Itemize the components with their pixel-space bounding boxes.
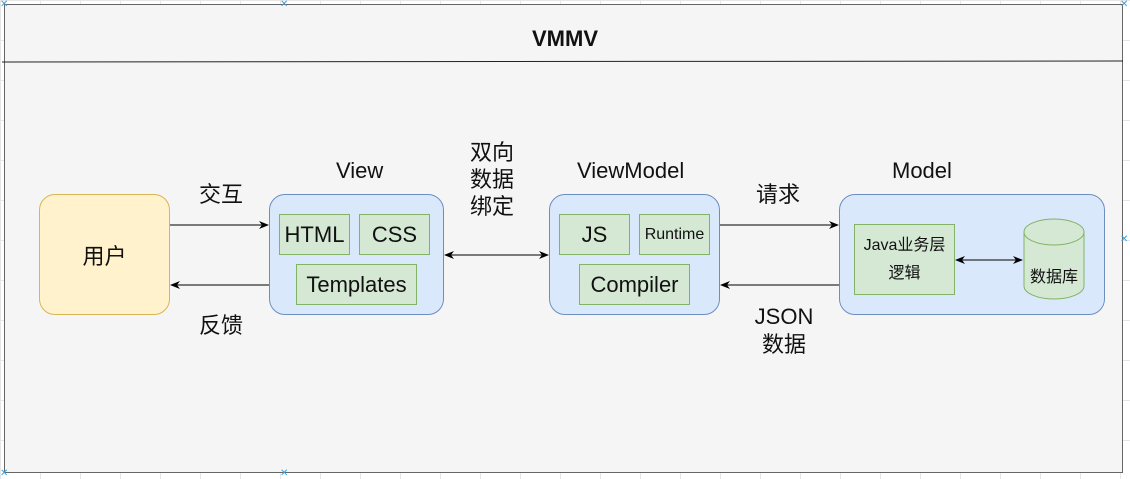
viewmodel-item-compiler[interactable]: Compiler xyxy=(579,264,690,305)
database-label: 数据库 xyxy=(1029,269,1078,286)
binding-line2: 数据 xyxy=(470,167,515,192)
model-logic-node[interactable]: Java业务层 逻辑 xyxy=(854,224,955,295)
user-label: 用户 xyxy=(82,243,127,269)
model-title: Model xyxy=(892,158,952,183)
edge-label-json: JSON 数据 xyxy=(748,303,820,359)
edge-label-feedback: 反馈 xyxy=(199,313,244,338)
edge-label-binding: 双向 数据 绑定 xyxy=(470,139,514,220)
selection-handle-icon[interactable]: ✕ xyxy=(1120,0,1129,10)
database-cylinder-icon[interactable] xyxy=(1023,218,1085,302)
selection-handle-icon[interactable]: ✕ xyxy=(280,0,289,10)
viewmodel-item-compiler-label: Compiler xyxy=(590,271,679,297)
viewmodel-item-runtime[interactable]: Runtime xyxy=(639,214,710,255)
edge-label-request: 请求 xyxy=(756,182,801,207)
view-item-css-label: CSS xyxy=(371,221,418,247)
viewmodel-item-js-label: JS xyxy=(581,221,608,247)
view-item-templates[interactable]: Templates xyxy=(296,264,417,305)
json-line1: JSON xyxy=(754,304,814,329)
edge-label-interact: 交互 xyxy=(199,182,244,207)
binding-line3: 绑定 xyxy=(470,194,515,219)
selection-handle-icon[interactable]: ✕ xyxy=(1120,234,1129,245)
view-item-html[interactable]: HTML xyxy=(279,214,350,255)
view-item-css[interactable]: CSS xyxy=(359,214,430,255)
view-item-templates-label: Templates xyxy=(306,271,407,297)
model-logic-line1: Java业务层 xyxy=(863,236,946,254)
viewmodel-item-js[interactable]: JS xyxy=(559,214,630,255)
user-node[interactable]: 用户 xyxy=(39,194,170,315)
binding-line1: 双向 xyxy=(470,140,515,165)
viewmodel-title: ViewModel xyxy=(577,158,685,183)
view-title: View xyxy=(336,158,384,183)
view-item-html-label: HTML xyxy=(284,221,345,247)
selection-handle-icon[interactable]: ✕ xyxy=(0,468,9,479)
viewmodel-item-runtime-label: Runtime xyxy=(644,225,705,243)
json-line2: 数据 xyxy=(761,332,806,357)
model-logic-line2: 逻辑 xyxy=(888,264,921,282)
selection-handle-icon[interactable]: ✕ xyxy=(280,468,289,479)
diagram-title: VMMV xyxy=(532,26,598,51)
selection-handle-icon[interactable]: ✕ xyxy=(0,0,9,10)
